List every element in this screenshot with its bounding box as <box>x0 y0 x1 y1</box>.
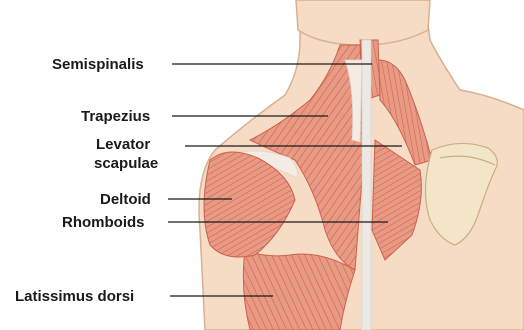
levator-scapulae-label-line2: scapulae <box>94 155 158 172</box>
trapezius-label: Trapezius <box>81 108 150 125</box>
deltoid-label: Deltoid <box>100 191 151 208</box>
rhomboids-label: Rhomboids <box>62 214 145 231</box>
levator-scapulae-label-line1: Levator <box>96 136 150 153</box>
head <box>296 0 430 45</box>
latissimus-dorsi-label: Latissimus dorsi <box>15 288 134 305</box>
latissimus-dorsi-muscle <box>243 250 355 330</box>
semispinalis-label: Semispinalis <box>52 56 144 73</box>
spine <box>362 40 371 330</box>
